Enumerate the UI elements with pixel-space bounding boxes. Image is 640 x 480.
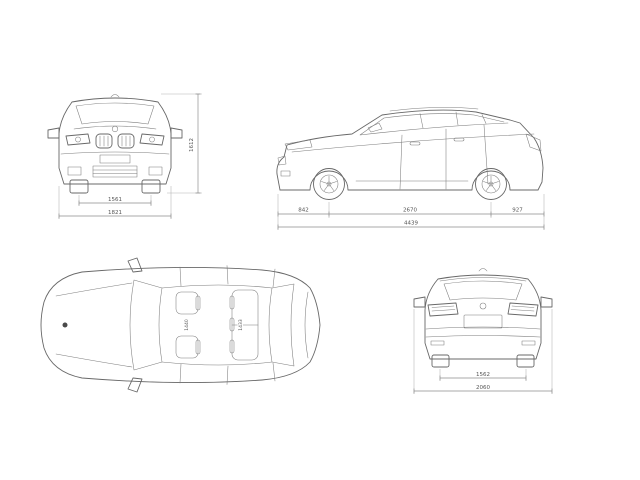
- dim-track-front-label: 1561: [108, 197, 122, 203]
- side-mirrors: [47, 127, 183, 139]
- hood-creases: [55, 282, 133, 368]
- car-side-body: [276, 107, 544, 200]
- roof-rail: [389, 107, 479, 112]
- rear-bench: [229, 289, 259, 361]
- side-mirror: [367, 122, 383, 133]
- roof-antenna: [110, 94, 120, 98]
- dim-height-label: 1612: [189, 138, 195, 152]
- license-plate: [99, 154, 131, 164]
- front-wheel-left: [69, 179, 89, 194]
- taillights: [427, 302, 539, 317]
- rear-wheel: [475, 168, 507, 200]
- roof-antenna: [478, 268, 488, 272]
- side-view-dimensions: 842 2670 927 4439: [277, 194, 545, 230]
- side-mirrors-plan: [127, 257, 143, 393]
- dim-length-label: 4439: [404, 221, 418, 227]
- spoiler: [439, 277, 527, 282]
- dim-rear-width-label: 1433: [238, 319, 244, 331]
- windshield: [75, 102, 155, 125]
- headlight: [284, 139, 313, 151]
- air-intake: [92, 165, 138, 178]
- front-wheel-right: [141, 179, 161, 194]
- bmw-roundel-icon: [62, 322, 68, 328]
- door-handle: [409, 141, 421, 146]
- car-top-body: [40, 257, 321, 393]
- dim-wheelbase-label: 2670: [403, 208, 417, 214]
- top-view-drawing: 1440 1433: [40, 257, 321, 393]
- headlights: [65, 133, 165, 146]
- rear-view-drawing: 1562 2060: [413, 268, 553, 394]
- front-view-dimensions: 1612 1561 1821: [58, 93, 202, 219]
- front-view-drawing: 1612 1561 1821: [47, 93, 202, 219]
- top-view-dimensions: 1440 1433: [183, 318, 245, 332]
- front-seats: [175, 291, 201, 359]
- rear-window-plan: [268, 283, 309, 367]
- dim-width-label: 1821: [108, 210, 122, 216]
- rear-wheel-right: [516, 354, 535, 368]
- rear-wheel-left: [431, 354, 450, 368]
- front-wheel: [313, 168, 345, 200]
- dim-rear-overhang-label: 927: [512, 208, 523, 214]
- car-front-body: [47, 94, 183, 194]
- door-seams-plan: [179, 265, 276, 385]
- side-mirrors: [413, 296, 553, 308]
- rear-window: [443, 280, 523, 301]
- bmw-roundel-icon: [479, 302, 487, 310]
- windshield-plan: [129, 279, 163, 371]
- dim-front-width-label: 1440: [184, 319, 190, 331]
- side-view-drawing: 842 2670 927 4439: [276, 107, 545, 230]
- rear-view-dimensions: 1562 2060: [413, 309, 553, 394]
- roof-edges: [161, 284, 273, 366]
- kidney-grille-right: [117, 133, 135, 149]
- kidney-grille-left: [95, 133, 113, 149]
- dim-front-overhang-label: 842: [298, 208, 309, 214]
- license-plate: [463, 314, 503, 329]
- glasshouse: [359, 113, 509, 136]
- car-rear-body: [413, 268, 553, 368]
- dim-track-rear-label: 1562: [476, 372, 490, 378]
- dim-width-mirrors-label: 2060: [476, 385, 490, 391]
- bmw-roundel-icon: [111, 125, 119, 133]
